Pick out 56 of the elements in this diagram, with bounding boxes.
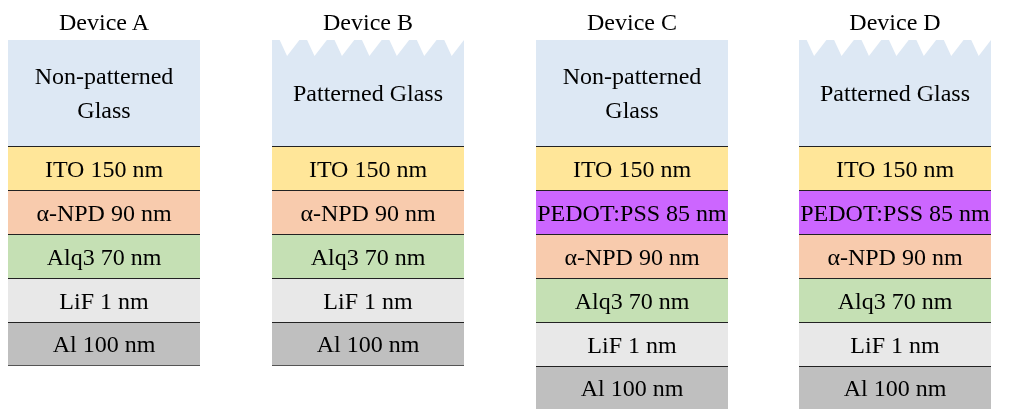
film-layer [272, 146, 464, 190]
layer-label: Al 100 nm [580, 374, 684, 403]
film-layer [799, 234, 991, 278]
layer-label: LiF 1 nm [323, 286, 413, 316]
film-layer [799, 278, 991, 322]
film-layer [8, 234, 200, 278]
film-layer [799, 366, 991, 409]
layer-label: ITO 150 nm [572, 154, 692, 184]
film-layer [536, 234, 728, 278]
glass-layer [8, 40, 200, 146]
layer-label: PEDOT:PSS 85 nm [537, 198, 727, 228]
layer-label: ITO 150 nm [835, 154, 955, 184]
layer-label: Al 100 nm [316, 330, 420, 359]
film-layer [536, 322, 728, 366]
film-layer [536, 366, 728, 409]
device-title: Device A [59, 8, 149, 36]
layer-label: Alq3 70 nm [837, 286, 953, 316]
glass-layer [799, 40, 991, 146]
glass-layer [272, 40, 464, 146]
layer-label: Patterned Glass [293, 79, 443, 108]
layer-label: α-NPD 90 nm [564, 242, 700, 272]
device-title: Device B [323, 8, 413, 36]
layer-label: Patterned Glass [820, 79, 970, 108]
layer-label: PEDOT:PSS 85 nm [800, 198, 990, 228]
film-layer [272, 234, 464, 278]
glass-layer [536, 40, 728, 146]
layer-label: LiF 1 nm [587, 330, 677, 360]
layer-label: LiF 1 nm [59, 286, 149, 316]
layer-label: ITO 150 nm [308, 154, 428, 184]
layer-label: LiF 1 nm [850, 330, 940, 360]
layer-label: Al 100 nm [843, 374, 947, 403]
layer-label: Al 100 nm [52, 330, 156, 359]
film-layer [272, 190, 464, 234]
layer-label: α-NPD 90 nm [827, 242, 963, 272]
film-layer [799, 146, 991, 190]
layer-label: Alq3 70 nm [310, 242, 426, 272]
layer-label: α-NPD 90 nm [300, 198, 436, 228]
film-layer [536, 146, 728, 190]
film-layer [8, 146, 200, 190]
layer-label: Alq3 70 nm [46, 242, 162, 272]
layer-label: Non-patterned Glass [33, 62, 175, 125]
layer-label: α-NPD 90 nm [36, 198, 172, 228]
device-title: Device D [849, 8, 941, 36]
film-layer [8, 278, 200, 322]
film-layer [799, 322, 991, 366]
film-layer [536, 278, 728, 322]
film-layer [8, 190, 200, 234]
film-layer [272, 278, 464, 322]
layer-label: ITO 150 nm [44, 154, 164, 184]
film-layer [8, 322, 200, 366]
layer-label: Alq3 70 nm [574, 286, 690, 316]
film-layer [536, 190, 728, 234]
device-title: Device C [587, 8, 677, 36]
film-layer [799, 190, 991, 234]
layer-label: Non-patterned Glass [561, 62, 703, 125]
film-layer [272, 322, 464, 366]
